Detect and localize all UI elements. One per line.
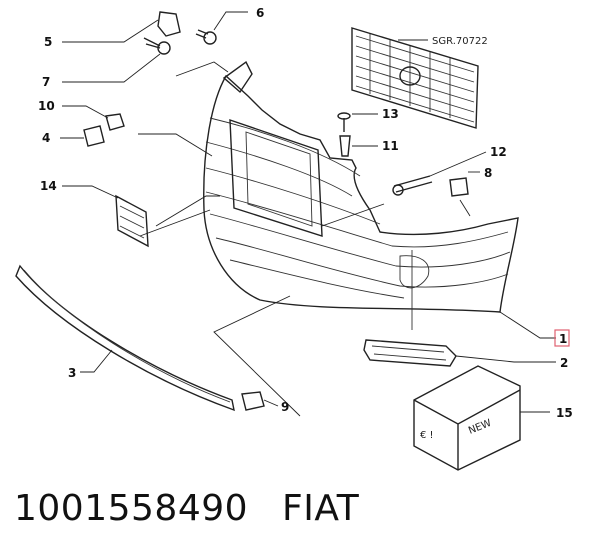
callout-13: 13 — [382, 107, 399, 121]
callout-1-highlight — [554, 329, 570, 347]
callout-5: 5 — [44, 35, 52, 49]
callout-15: 15 — [556, 406, 573, 420]
reference-code: SGR.70722 — [432, 36, 488, 47]
callout-12: 12 — [490, 145, 507, 159]
box-symbol: € ! — [420, 430, 434, 441]
callout-9: 9 — [281, 400, 289, 414]
clip-part-9 — [241, 391, 265, 411]
callout-7: 7 — [42, 75, 50, 89]
callout-2: 2 — [560, 356, 568, 370]
callout-1: 1 — [559, 332, 567, 346]
new-part-box: NEW € ! — [413, 365, 521, 471]
front-bumper — [203, 60, 519, 330]
footer-caption: 1001558490 FIAT — [14, 488, 359, 529]
part-number: 1001558490 — [14, 488, 249, 529]
callout-10: 10 — [38, 99, 55, 113]
front-grille — [351, 27, 479, 129]
callout-3: 3 — [68, 366, 76, 380]
new-label: NEW — [467, 418, 493, 437]
sensor-part-10 — [105, 113, 125, 131]
cover-part-4 — [83, 125, 105, 147]
screw-part-7 — [143, 37, 171, 55]
callout-6: 6 — [256, 6, 264, 20]
lower-trim-strip — [15, 264, 235, 412]
callout-4: 4 — [42, 131, 50, 145]
clip-part-5 — [157, 11, 181, 37]
callout-14: 14 — [40, 179, 57, 193]
clip-part-11 — [339, 135, 351, 157]
brand-name: FIAT — [282, 488, 360, 529]
callout-11: 11 — [382, 139, 399, 153]
bolt-part-12 — [392, 175, 433, 196]
nut-part-8 — [449, 177, 469, 197]
callout-8: 8 — [484, 166, 492, 180]
screw-part-13 — [337, 112, 351, 132]
tow-hook-cover — [363, 339, 457, 367]
fog-grille-part-14 — [115, 194, 149, 248]
bolt-part-6 — [195, 29, 217, 45]
